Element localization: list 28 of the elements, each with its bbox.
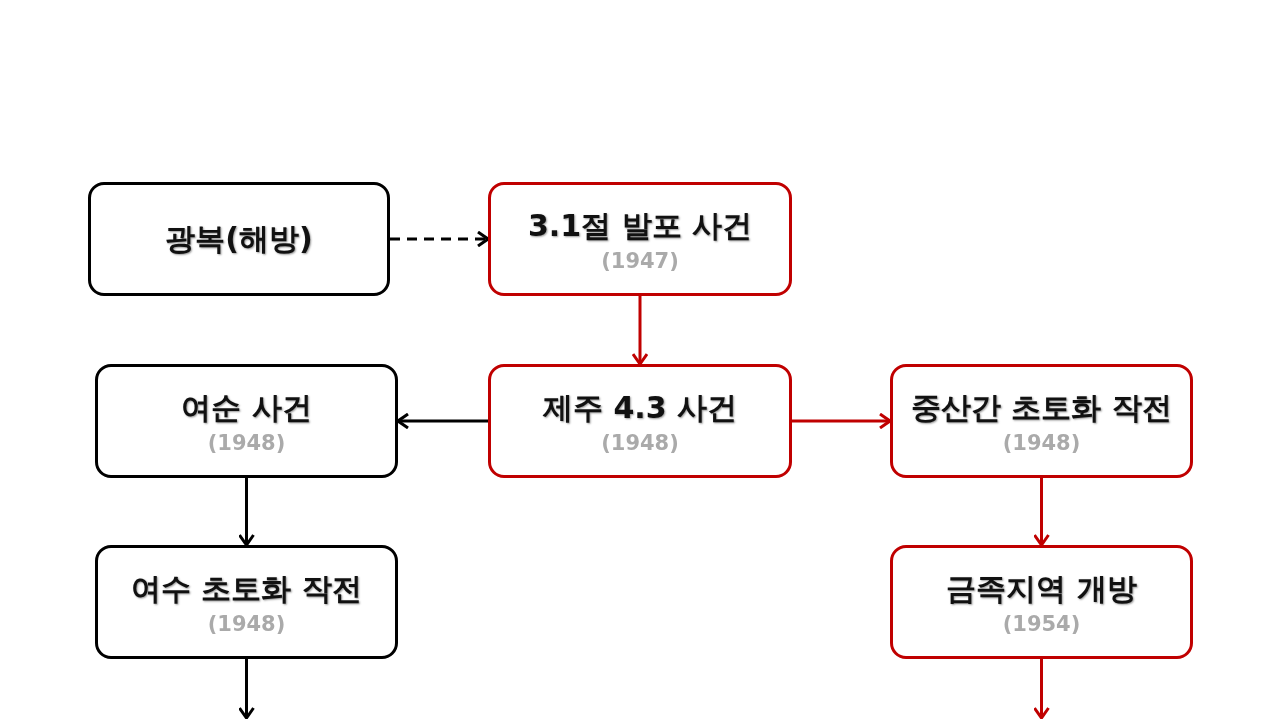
event-title: 여수 초토화 작전 [131,569,362,608]
arrow [792,412,892,430]
event-title: 광복(해방) [165,219,313,258]
arrow [1033,659,1050,720]
event-box [95,364,398,478]
event-box [95,545,398,659]
event-year: (1947) [601,248,679,273]
event-box [488,182,792,296]
event-box [88,182,390,296]
arrow [396,412,488,430]
event-box [488,364,792,478]
arrow [631,296,649,366]
event-title: 여순 사건 [181,388,312,427]
event-title: 제주 4.3 사건 [542,388,737,427]
event-year: (1954) [1002,611,1081,636]
event-title: 중산간 초토화 작전 [911,388,1172,427]
event-box [890,545,1193,659]
event-title: 금족지역 개방 [946,569,1137,608]
arrow [390,230,490,248]
event-year: (1948) [1002,430,1081,455]
event-title: 3.1절 발포 사건 [527,206,752,245]
event-year: (1948) [207,611,286,636]
arrow [238,659,255,720]
arrow [1033,478,1050,547]
event-box [890,364,1193,478]
event-year: (1948) [207,430,286,455]
event-year: (1948) [601,430,679,455]
arrow [238,478,255,547]
